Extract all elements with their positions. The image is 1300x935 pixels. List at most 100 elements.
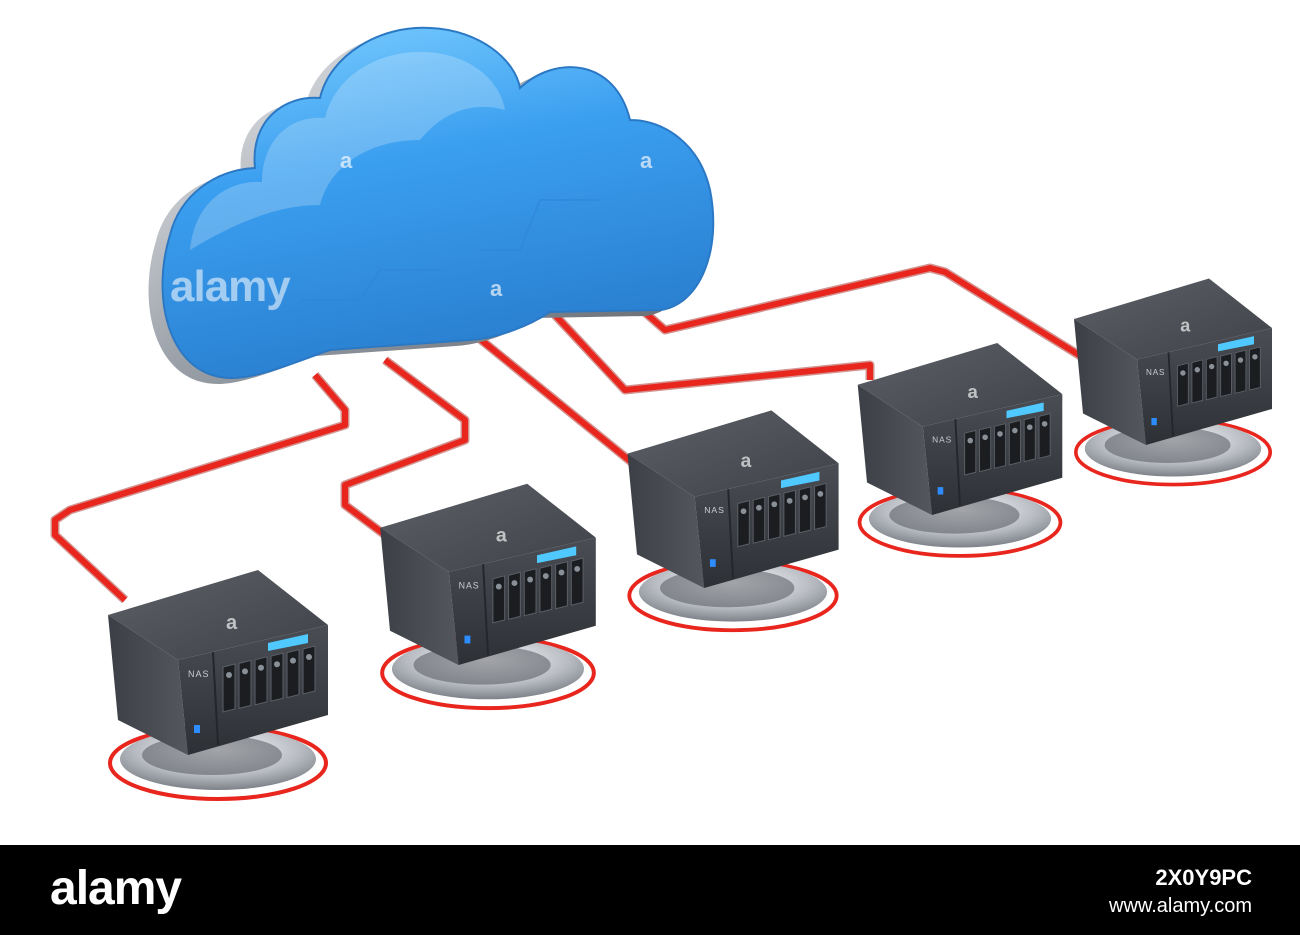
nas-device: NAS a: [1073, 278, 1273, 487]
watermark-mark: a: [741, 451, 752, 472]
drive-bay: [270, 652, 284, 702]
drive-bay: [254, 656, 268, 706]
nas-top: [627, 410, 839, 497]
drive-led: [982, 434, 988, 441]
drive-bay: [1205, 356, 1218, 401]
usb-port: [194, 725, 200, 733]
drive-bay: [1220, 352, 1232, 398]
drive-led: [967, 437, 974, 444]
drive-led: [242, 668, 248, 675]
nas-label: NAS: [932, 434, 952, 444]
drive-bay: [539, 564, 553, 613]
watermark-mark: a: [490, 276, 503, 301]
footer-info: 2X0Y9PC www.alamy.com: [1109, 865, 1252, 918]
image-id: 2X0Y9PC: [1155, 865, 1252, 890]
lcd-display: [781, 471, 820, 489]
drive-bay: [1191, 359, 1204, 404]
nas-side: [857, 384, 933, 515]
nas-side: [380, 527, 459, 665]
brand-logo: alamy: [50, 862, 182, 915]
drive-led: [574, 566, 581, 572]
panel-divider: [212, 651, 219, 746]
cable-5: [623, 265, 1097, 368]
drive-bay: [979, 426, 992, 473]
cloud-icon: a a a: [148, 26, 715, 384]
drive-bay: [783, 489, 796, 537]
watermark-mark: a: [1180, 316, 1191, 336]
nas-side: [627, 453, 705, 588]
cable-2: [342, 357, 468, 538]
drive-led: [740, 508, 747, 515]
drive-bay: [523, 568, 537, 617]
nas-label: NAS: [1146, 368, 1165, 377]
drive-led: [542, 573, 549, 579]
nas-top: [380, 483, 596, 572]
drive-led: [1209, 363, 1215, 370]
drive-bay: [286, 648, 300, 699]
drive-led: [1026, 424, 1033, 430]
drive-bay: [508, 571, 521, 620]
panel-divider: [727, 489, 734, 579]
drive-bay: [737, 500, 750, 548]
nas-top: [1074, 278, 1272, 360]
drive-led: [226, 672, 232, 678]
nas-device: NAS a: [627, 410, 839, 633]
drive-bay: [1249, 346, 1261, 391]
usb-port: [464, 635, 471, 644]
drive-bay: [1177, 362, 1189, 407]
drive-bay: [222, 663, 236, 713]
drive-bay: [1023, 416, 1036, 463]
panel-divider: [1167, 352, 1174, 437]
nas-side: [1074, 319, 1146, 445]
drive-led: [258, 664, 264, 671]
nas-label: NAS: [704, 505, 725, 515]
drive-led: [1041, 421, 1048, 427]
drive-led: [997, 431, 1003, 437]
watermark-mark: a: [640, 148, 653, 173]
drive-bay: [1038, 413, 1051, 459]
drive-bay: [993, 423, 1007, 469]
cable-4: [552, 312, 873, 393]
drive-bay: [302, 645, 316, 695]
watermark-mark: a: [340, 148, 353, 173]
drive-led: [1237, 357, 1244, 363]
drive-bay: [238, 659, 252, 710]
nas-label: NAS: [188, 669, 210, 679]
drive-bay: [798, 486, 812, 534]
watermark-mark: a: [226, 612, 238, 634]
drive-bay: [814, 482, 827, 531]
cable-3: [473, 332, 637, 468]
drive-led: [1180, 370, 1186, 376]
drive-led: [495, 583, 502, 590]
drive-led: [511, 580, 518, 587]
nas-top: [857, 342, 1063, 427]
nas-device: NAS a: [108, 570, 328, 801]
usb-port: [1151, 418, 1157, 426]
panel-divider: [954, 419, 961, 506]
network-cables: [50, 263, 1098, 604]
lcd-display: [1218, 336, 1254, 352]
footer-bar: alamy 2X0Y9PC www.alamy.com: [0, 845, 1300, 935]
drive-bay: [752, 496, 766, 544]
nas-label: NAS: [459, 581, 480, 591]
drive-led: [1252, 354, 1258, 360]
drive-led: [756, 504, 762, 511]
watermark-mark: a: [496, 525, 508, 547]
nas-side: [108, 615, 188, 755]
drive-led: [786, 497, 793, 504]
drive-led: [817, 491, 824, 497]
drive-bay: [964, 429, 977, 476]
usb-port: [937, 487, 944, 495]
drive-led: [290, 657, 296, 664]
drive-bay: [1234, 349, 1247, 394]
drive-led: [1012, 427, 1018, 434]
nas-device: NAS a: [380, 483, 596, 711]
watermark-text: alamy: [170, 262, 291, 311]
drive-led: [1223, 360, 1229, 366]
drive-bay: [768, 493, 781, 541]
lcd-display: [1006, 402, 1044, 419]
drive-led: [306, 654, 312, 660]
